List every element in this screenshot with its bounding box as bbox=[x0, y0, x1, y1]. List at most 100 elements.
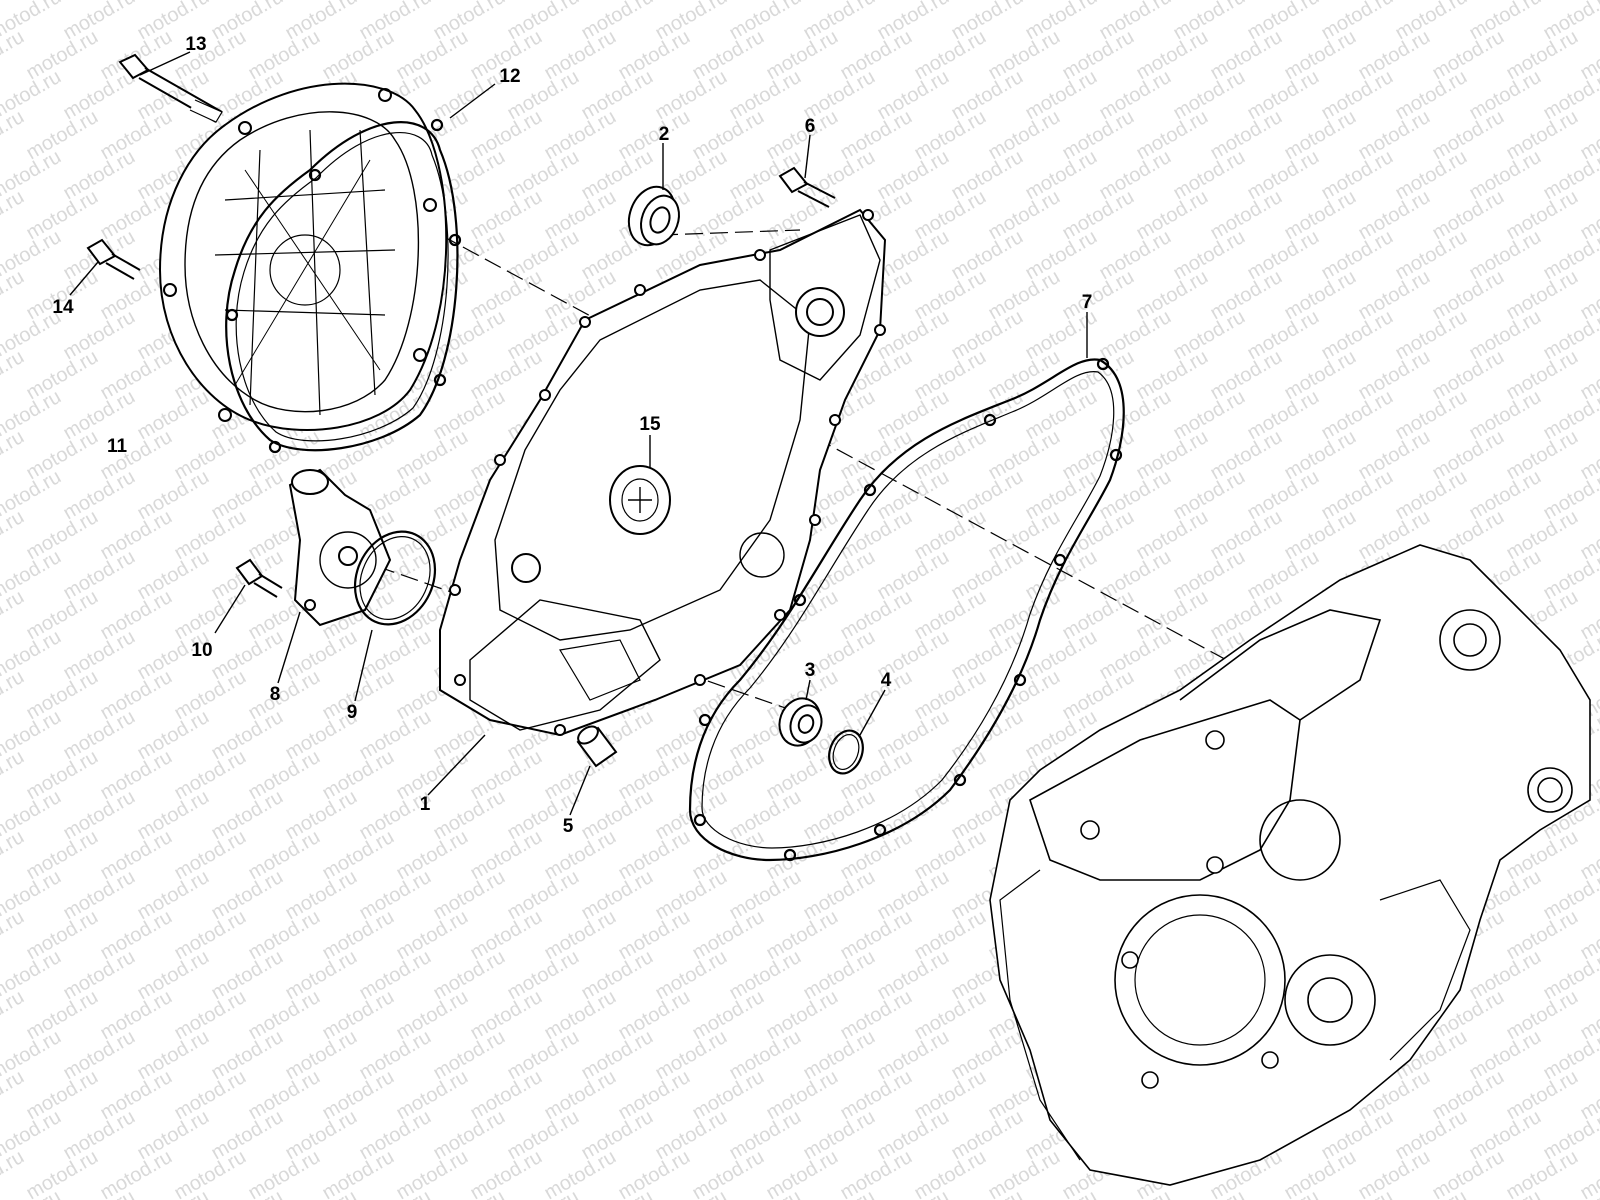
watermark-text: motod.ru bbox=[1096, 306, 1175, 365]
watermark-text: motod.ru bbox=[1503, 1066, 1582, 1125]
watermark-text: motod.ru bbox=[356, 1026, 435, 1085]
watermark-text: motod.ru bbox=[541, 826, 620, 885]
watermark-text: motod.ru bbox=[1281, 506, 1360, 565]
watermark-text: motod.ru bbox=[837, 26, 916, 85]
watermark-text: motod.ru bbox=[60, 146, 139, 205]
watermark-text: motod.ru bbox=[615, 826, 694, 885]
watermark-text: motod.ru bbox=[1318, 386, 1397, 445]
watermark-text: motod.ru bbox=[1207, 346, 1286, 405]
watermark-text: motod.ru bbox=[1133, 106, 1212, 165]
callout-7: 7 bbox=[1082, 292, 1093, 313]
watermark-text: motod.ru bbox=[1355, 346, 1434, 405]
short-bolt-left bbox=[86, 238, 141, 280]
watermark-text: motod.ru bbox=[1503, 346, 1582, 405]
o-ring-pump bbox=[353, 530, 437, 626]
watermark-text: motod.ru bbox=[1466, 1106, 1545, 1165]
watermark-text: motod.ru bbox=[97, 986, 176, 1045]
watermark-text: motod.ru bbox=[948, 1026, 1027, 1085]
watermark-text: motod.ru bbox=[689, 106, 768, 165]
watermark-text: motod.ru bbox=[245, 1146, 324, 1200]
watermark-text: motod.ru bbox=[319, 26, 398, 85]
watermark-text: motod.ru bbox=[430, 386, 509, 445]
watermark-text: motod.ru bbox=[578, 66, 657, 125]
callout-1: 1 bbox=[420, 794, 431, 815]
watermark-text: motod.ru bbox=[1503, 986, 1582, 1045]
watermark-text: motod.ru bbox=[1429, 26, 1508, 85]
watermark-text: motod.ru bbox=[1392, 386, 1471, 445]
bolt-top-right bbox=[778, 166, 836, 208]
watermark-text: motod.ru bbox=[800, 946, 879, 1005]
watermark-text: motod.ru bbox=[1503, 426, 1582, 485]
watermark-text: motod.ru bbox=[393, 1066, 472, 1125]
watermark-text: motod.ru bbox=[578, 946, 657, 1005]
watermark-text: motod.ru bbox=[837, 1066, 916, 1125]
watermark-text: motod.ru bbox=[1133, 266, 1212, 325]
watermark-text: motod.ru bbox=[911, 266, 990, 325]
watermark-text: motod.ru bbox=[467, 986, 546, 1045]
watermark-text: motod.ru bbox=[430, 866, 509, 925]
watermark-text: motod.ru bbox=[282, 866, 361, 925]
watermark-text: motod.ru bbox=[467, 186, 546, 245]
watermark-text: motod.ru bbox=[60, 66, 139, 125]
watermark-text: motod.ru bbox=[541, 26, 620, 85]
watermark-text: motod.ru bbox=[615, 26, 694, 85]
callout-2: 2 bbox=[659, 124, 670, 145]
watermark-text: motod.ru bbox=[319, 986, 398, 1045]
clutch-cover bbox=[439, 208, 887, 737]
cover-center-plug bbox=[609, 465, 671, 535]
watermark-text: motod.ru bbox=[1503, 906, 1582, 965]
watermark-text: motod.ru bbox=[911, 1146, 990, 1200]
watermark-text: motod.ru bbox=[60, 946, 139, 1005]
watermark-text: motod.ru bbox=[1355, 186, 1434, 245]
watermark-text: motod.ru bbox=[1059, 666, 1138, 725]
watermark-text: motod.ru bbox=[1022, 386, 1101, 445]
watermark-text: motod.ru bbox=[1096, 466, 1175, 525]
watermark-text: motod.ru bbox=[800, 146, 879, 205]
watermark-text: motod.ru bbox=[1318, 66, 1397, 125]
watermark-text: motod.ru bbox=[60, 786, 139, 845]
watermark-text: motod.ru bbox=[541, 186, 620, 245]
watermark-text: motod.ru bbox=[837, 906, 916, 965]
watermark-text: motod.ru bbox=[985, 1146, 1064, 1200]
clutch-outer-cover bbox=[158, 82, 448, 431]
watermark-text: motod.ru bbox=[1503, 106, 1582, 165]
watermark-text: motod.ru bbox=[60, 1106, 139, 1165]
watermark-text: motod.ru bbox=[134, 466, 213, 525]
watermark-text: motod.ru bbox=[837, 1146, 916, 1200]
watermark-text: motod.ru bbox=[0, 746, 28, 805]
watermark-text: motod.ru bbox=[1355, 26, 1434, 85]
watermark-text: motod.ru bbox=[171, 826, 250, 885]
watermark-text: motod.ru bbox=[874, 706, 953, 765]
watermark-text: motod.ru bbox=[393, 906, 472, 965]
watermark-text: motod.ru bbox=[504, 146, 583, 205]
watermark-text: motod.ru bbox=[467, 906, 546, 965]
watermark-text: motod.ru bbox=[1281, 1146, 1360, 1200]
watermark-text: motod.ru bbox=[245, 746, 324, 805]
watermark-text: motod.ru bbox=[541, 1146, 620, 1200]
watermark-text: motod.ru bbox=[1281, 266, 1360, 325]
pump-bolt bbox=[235, 558, 283, 598]
watermark-text: motod.ru bbox=[467, 826, 546, 885]
watermark-text: motod.ru bbox=[1244, 306, 1323, 365]
watermark-text: motod.ru bbox=[1096, 386, 1175, 445]
watermark-text: motod.ru bbox=[356, 1106, 435, 1165]
watermark-text: motod.ru bbox=[948, 226, 1027, 285]
watermark-text: motod.ru bbox=[467, 266, 546, 325]
watermark-text: motod.ru bbox=[541, 1066, 620, 1125]
watermark-text: motod.ru bbox=[0, 266, 28, 325]
watermark-text: motod.ru bbox=[23, 106, 102, 165]
watermark-text: motod.ru bbox=[1022, 466, 1101, 525]
watermark-text: motod.ru bbox=[245, 26, 324, 85]
watermark-text: motod.ru bbox=[208, 786, 287, 845]
watermark-text: motod.ru bbox=[319, 1066, 398, 1125]
watermark-text: motod.ru bbox=[1429, 346, 1508, 405]
watermark-text: motod.ru bbox=[319, 906, 398, 965]
watermark-text: motod.ru bbox=[171, 906, 250, 965]
watermark-text: motod.ru bbox=[1022, 226, 1101, 285]
watermark-text: motod.ru bbox=[171, 746, 250, 805]
watermark-text: motod.ru bbox=[393, 1146, 472, 1200]
watermark-text: motod.ru bbox=[134, 1026, 213, 1085]
watermark-text: motod.ru bbox=[1503, 26, 1582, 85]
leader-lines bbox=[69, 51, 1088, 816]
